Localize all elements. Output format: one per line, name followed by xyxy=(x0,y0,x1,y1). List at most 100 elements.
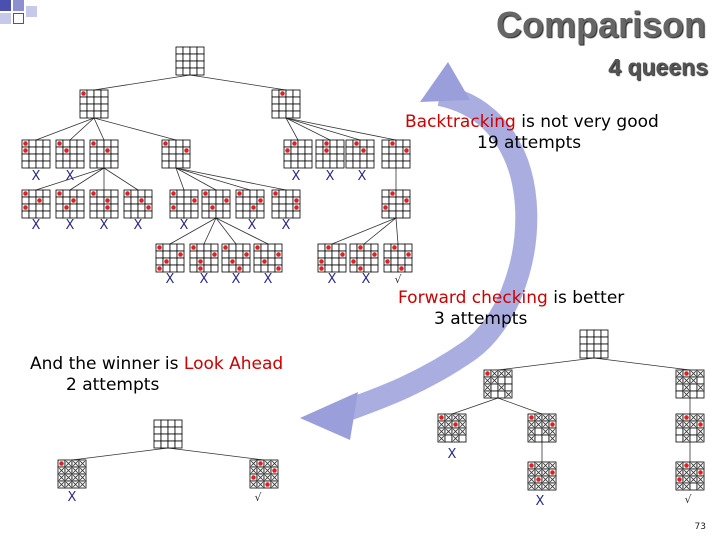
board-cell xyxy=(689,427,698,436)
board-cell xyxy=(93,89,102,98)
cross-mark xyxy=(65,474,72,481)
board-cell xyxy=(383,250,392,259)
board-cell xyxy=(137,210,146,219)
board-cell xyxy=(345,153,354,162)
queen-marker xyxy=(406,252,411,257)
board-node xyxy=(155,243,185,273)
tree-edge xyxy=(285,117,331,141)
board-cell xyxy=(203,257,212,266)
board-cell xyxy=(110,139,119,148)
board-cell xyxy=(169,210,178,219)
cross-mark xyxy=(271,474,278,481)
board-cell xyxy=(383,264,392,273)
board-cell xyxy=(689,383,698,392)
board-cell xyxy=(338,243,347,252)
board-cell xyxy=(28,203,37,212)
cross-mark xyxy=(528,421,535,428)
board-cell xyxy=(349,250,358,259)
board-cell xyxy=(256,203,265,212)
cross-mark xyxy=(491,377,498,384)
board-node xyxy=(89,139,119,169)
board-cell xyxy=(203,264,212,273)
board-cell xyxy=(42,146,51,155)
board-cell xyxy=(182,53,191,62)
board-cell xyxy=(35,210,44,219)
board-cell xyxy=(175,46,184,55)
board-cell xyxy=(267,257,276,266)
queen-marker xyxy=(105,205,110,210)
board-node xyxy=(271,189,301,219)
cross-mark xyxy=(690,370,697,377)
board-cell xyxy=(168,146,177,155)
board-cell xyxy=(169,264,178,273)
tree-edge xyxy=(189,74,287,91)
board-cell xyxy=(89,210,98,219)
cross-mark xyxy=(72,467,79,474)
board-cell xyxy=(390,250,399,259)
board-node xyxy=(381,139,411,169)
queen-marker xyxy=(91,191,96,196)
board-node xyxy=(317,243,347,273)
board-node xyxy=(675,369,705,399)
board-cell xyxy=(28,196,37,205)
fail-mark: X xyxy=(282,218,291,233)
board-cell xyxy=(167,426,176,435)
cross-mark xyxy=(690,469,697,476)
board-cell xyxy=(175,67,184,76)
queen-marker xyxy=(23,191,28,196)
board-cell xyxy=(55,210,64,219)
board-cell xyxy=(93,96,102,105)
queen-marker xyxy=(319,259,324,264)
board-cell xyxy=(285,196,294,205)
queen-marker xyxy=(684,415,689,420)
cross-mark xyxy=(697,370,704,377)
board-cell xyxy=(79,96,88,105)
tree-edge xyxy=(71,447,169,461)
queen-marker xyxy=(404,198,409,203)
board-cell xyxy=(402,203,411,212)
cross-mark xyxy=(535,483,542,490)
board-cell xyxy=(228,264,237,273)
cross-mark xyxy=(438,435,445,442)
board-node xyxy=(345,139,375,169)
cross-mark xyxy=(683,421,690,428)
arrow-tail xyxy=(420,62,470,102)
queen-marker xyxy=(550,470,555,475)
board-cell xyxy=(89,160,98,169)
board-cell xyxy=(190,203,199,212)
board-cell xyxy=(100,103,109,112)
cross-mark xyxy=(676,462,683,469)
board-cell xyxy=(35,153,44,162)
board-cell xyxy=(35,146,44,155)
fail-mark: X xyxy=(448,447,457,462)
board-cell xyxy=(21,196,30,205)
cross-mark xyxy=(535,469,542,476)
queen-marker xyxy=(125,191,130,196)
board-cell xyxy=(586,336,595,345)
board-cell xyxy=(600,350,609,359)
fail-mark: X xyxy=(536,494,545,509)
board-cell xyxy=(383,243,392,252)
cross-mark xyxy=(452,428,459,435)
queen-marker xyxy=(265,482,270,487)
board-cell xyxy=(388,210,397,219)
tree-edge xyxy=(215,217,269,245)
board-cell xyxy=(322,160,331,169)
board-cell xyxy=(55,160,64,169)
board-cell xyxy=(228,250,237,259)
fail-mark: X xyxy=(200,272,209,287)
board-node xyxy=(123,189,153,219)
board-cell xyxy=(55,153,64,162)
board-cell xyxy=(253,264,262,273)
board-cell xyxy=(62,160,71,169)
fail-mark: X xyxy=(362,272,371,287)
board-cell xyxy=(271,203,280,212)
board-cell xyxy=(55,196,64,205)
tree-edges xyxy=(35,74,691,462)
cross-mark xyxy=(697,414,704,421)
board-cell xyxy=(278,203,287,212)
queen-marker xyxy=(157,245,162,250)
cross-mark xyxy=(264,474,271,481)
board-node xyxy=(383,243,413,273)
forward-checking-verdict: is better xyxy=(547,288,625,308)
